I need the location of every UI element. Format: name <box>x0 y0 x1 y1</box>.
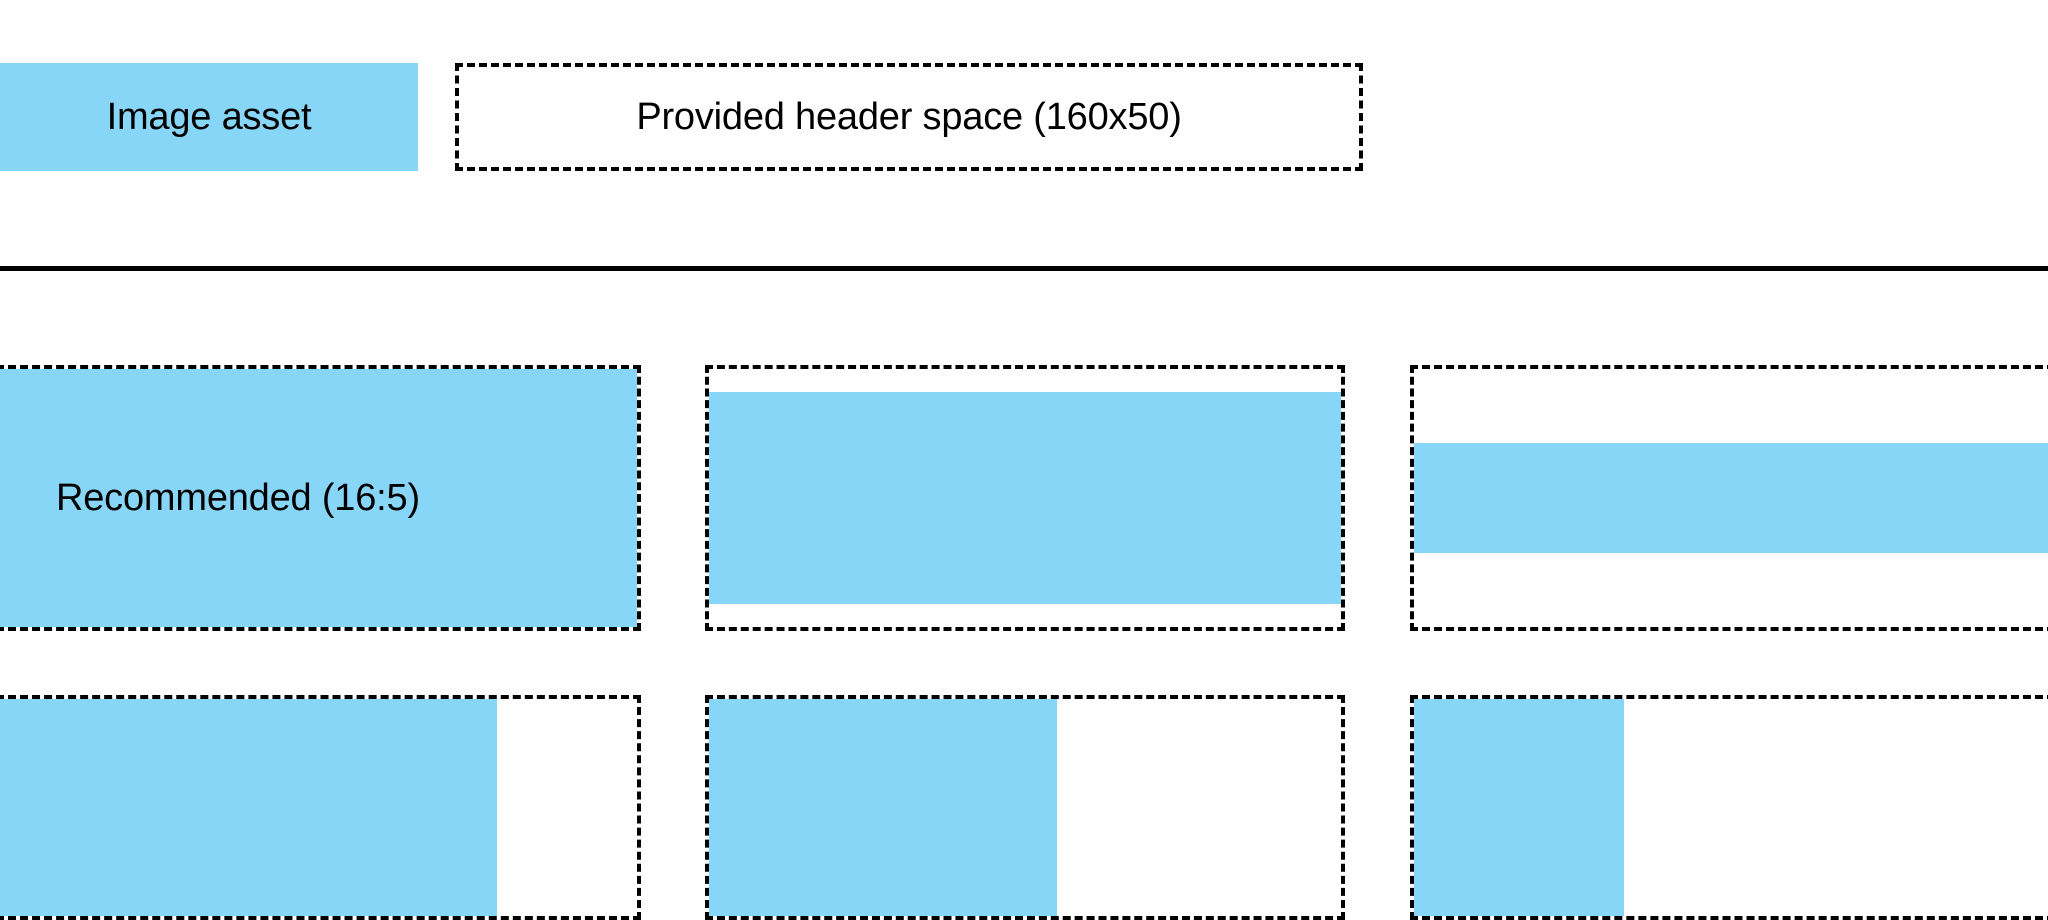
specimen-row2-col2 <box>705 695 1345 920</box>
specimen-row2-col3 <box>1410 695 2048 920</box>
section-divider <box>0 266 2048 271</box>
specimen-fill <box>0 369 637 627</box>
specimen-fill <box>0 699 497 916</box>
specimen-row1-col2 <box>705 365 1345 631</box>
specimen-fill <box>1414 442 2048 554</box>
specimen-grid: Recommended (16:5) <box>0 365 2048 920</box>
legend-image-asset-label: Image asset <box>106 96 312 138</box>
legend-header-space-label: Provided header space (160x50) <box>636 96 1182 138</box>
specimen-row1-col3 <box>1410 365 2048 631</box>
specimen-fill <box>1414 699 1625 916</box>
specimen-row1-col1: Recommended (16:5) <box>0 365 641 631</box>
legend-header-space-box: Provided header space (160x50) <box>455 63 1363 171</box>
specimen-row2-col1 <box>0 695 641 920</box>
specimen-fill <box>709 392 1341 604</box>
specimen-fill <box>709 699 1057 916</box>
legend-row: Image asset Provided header space (160x5… <box>0 63 2048 171</box>
asset-guidelines-diagram: Image asset Provided header space (160x5… <box>0 63 2048 920</box>
legend-image-asset-swatch: Image asset <box>0 63 418 171</box>
